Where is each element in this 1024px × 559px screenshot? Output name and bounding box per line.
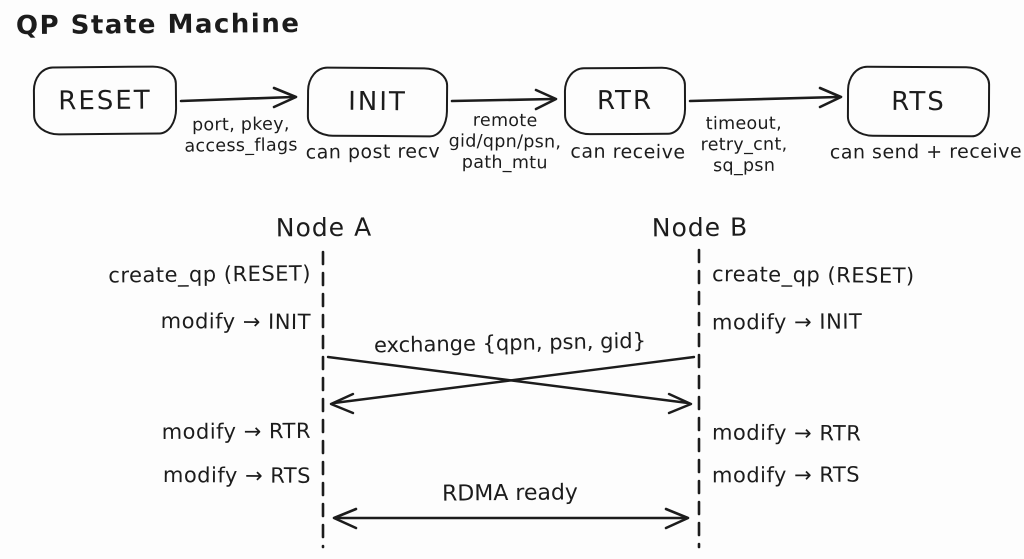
transition-label-reset-init: port, pkey, access_flags bbox=[184, 114, 298, 157]
event-node-a-modify-rtr: modify → RTR bbox=[161, 418, 312, 444]
state-caption-rtr: can receive bbox=[570, 140, 686, 164]
event-node-b-modify-rtr: modify → RTR bbox=[711, 420, 862, 446]
event-node-a-modify-init: modify → INIT bbox=[160, 309, 312, 335]
event-node-a-modify-rts: modify → RTS bbox=[162, 463, 312, 488]
event-node-b-modify-rts: modify → RTS bbox=[711, 462, 861, 488]
state-init: INIT bbox=[306, 66, 449, 138]
message-arrow-b-to-a bbox=[329, 355, 696, 415]
state-label: INIT bbox=[348, 86, 407, 118]
actor-node-b: Node B bbox=[651, 212, 749, 243]
message-arrow-rdma-ready bbox=[332, 507, 690, 530]
state-caption-init: can post recv bbox=[305, 140, 441, 164]
state-label: RTR bbox=[596, 85, 654, 117]
transition-label-init-rtr: remote gid/qpn/psn, path_mtu bbox=[448, 110, 562, 174]
state-reset: RESET bbox=[32, 65, 178, 136]
event-node-a-create-qp: create_qp (RESET) bbox=[108, 261, 312, 288]
transition-arrow-reset-init bbox=[179, 86, 298, 109]
actor-node-a: Node A bbox=[275, 212, 373, 243]
event-node-b-modify-init: modify → INIT bbox=[711, 309, 863, 335]
transition-arrow-rtr-rts bbox=[688, 86, 843, 109]
state-label: RTS bbox=[891, 86, 946, 117]
state-caption-rts: can send + receive bbox=[829, 140, 1023, 164]
state-rtr: RTR bbox=[563, 66, 687, 136]
event-node-b-create-qp: create_qp (RESET) bbox=[711, 262, 915, 288]
message-label-exchange: exchange {qpn, psn, gid} bbox=[373, 328, 647, 358]
transition-arrow-init-rtr bbox=[450, 88, 558, 111]
message-label-rdma-ready: RDMA ready bbox=[441, 480, 579, 507]
transition-label-rtr-rts: timeout, retry_cnt, sq_psn bbox=[700, 113, 788, 177]
state-rts: RTS bbox=[846, 65, 991, 138]
state-label: RESET bbox=[58, 85, 152, 116]
